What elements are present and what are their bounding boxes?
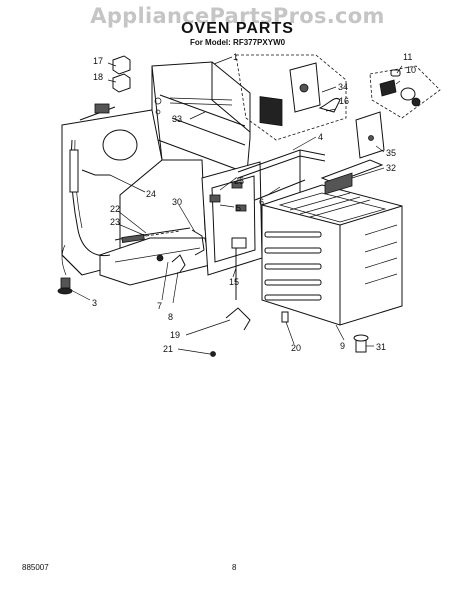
callout-7: 7	[157, 301, 162, 311]
top-trim	[320, 159, 384, 195]
callout-11: 11	[403, 52, 412, 62]
callout-3: 3	[92, 298, 97, 308]
vent-inset	[235, 54, 347, 141]
callout-4: 4	[318, 132, 323, 142]
callout-33: 33	[172, 114, 182, 124]
igniter-tube	[114, 227, 191, 243]
callout-25: 25	[234, 176, 244, 186]
leader-lines	[70, 56, 403, 355]
page-title: OVEN PARTS	[181, 20, 294, 37]
callout-labels: 1 3 4 5 6 7 8 9 10 11 15 16 17 18 19 20 …	[92, 52, 416, 354]
oven-cavity	[261, 184, 403, 326]
callout-24: 24	[146, 189, 156, 199]
callout-17: 17	[93, 56, 103, 66]
rack-slots	[264, 224, 398, 301]
callout-5: 5	[236, 203, 241, 213]
watermark: AppliancePartsPros.com	[90, 4, 385, 28]
callout-30: 30	[172, 197, 182, 207]
callout-31: 31	[376, 342, 386, 352]
callout-6: 6	[259, 197, 264, 207]
leveling-leg	[57, 277, 73, 295]
page-number: 8	[232, 563, 237, 572]
callout-20: 20	[291, 343, 301, 353]
callout-35: 35	[386, 148, 396, 158]
callout-8: 8	[168, 312, 173, 322]
callout-32: 32	[386, 163, 396, 173]
inner-frame	[191, 161, 263, 276]
callout-34: 34	[338, 82, 348, 92]
hardware	[156, 248, 369, 357]
callout-15: 15	[229, 277, 239, 287]
thermostat	[369, 65, 441, 119]
callout-23: 23	[110, 217, 120, 227]
callout-16: 16	[339, 96, 349, 106]
callout-9: 9	[340, 341, 345, 351]
callout-21: 21	[163, 344, 173, 354]
callout-18: 18	[93, 72, 103, 82]
callout-10: 10	[406, 65, 416, 75]
small-blocks	[112, 55, 131, 93]
wire-harness	[61, 139, 111, 276]
insulation-pad	[355, 111, 385, 159]
diagram-code: 885007	[22, 563, 49, 572]
callout-19: 19	[170, 330, 180, 340]
callout-22: 22	[110, 204, 120, 214]
callout-1: 1	[233, 52, 238, 62]
model-number: For Model: RF377PXYW0	[189, 38, 286, 47]
